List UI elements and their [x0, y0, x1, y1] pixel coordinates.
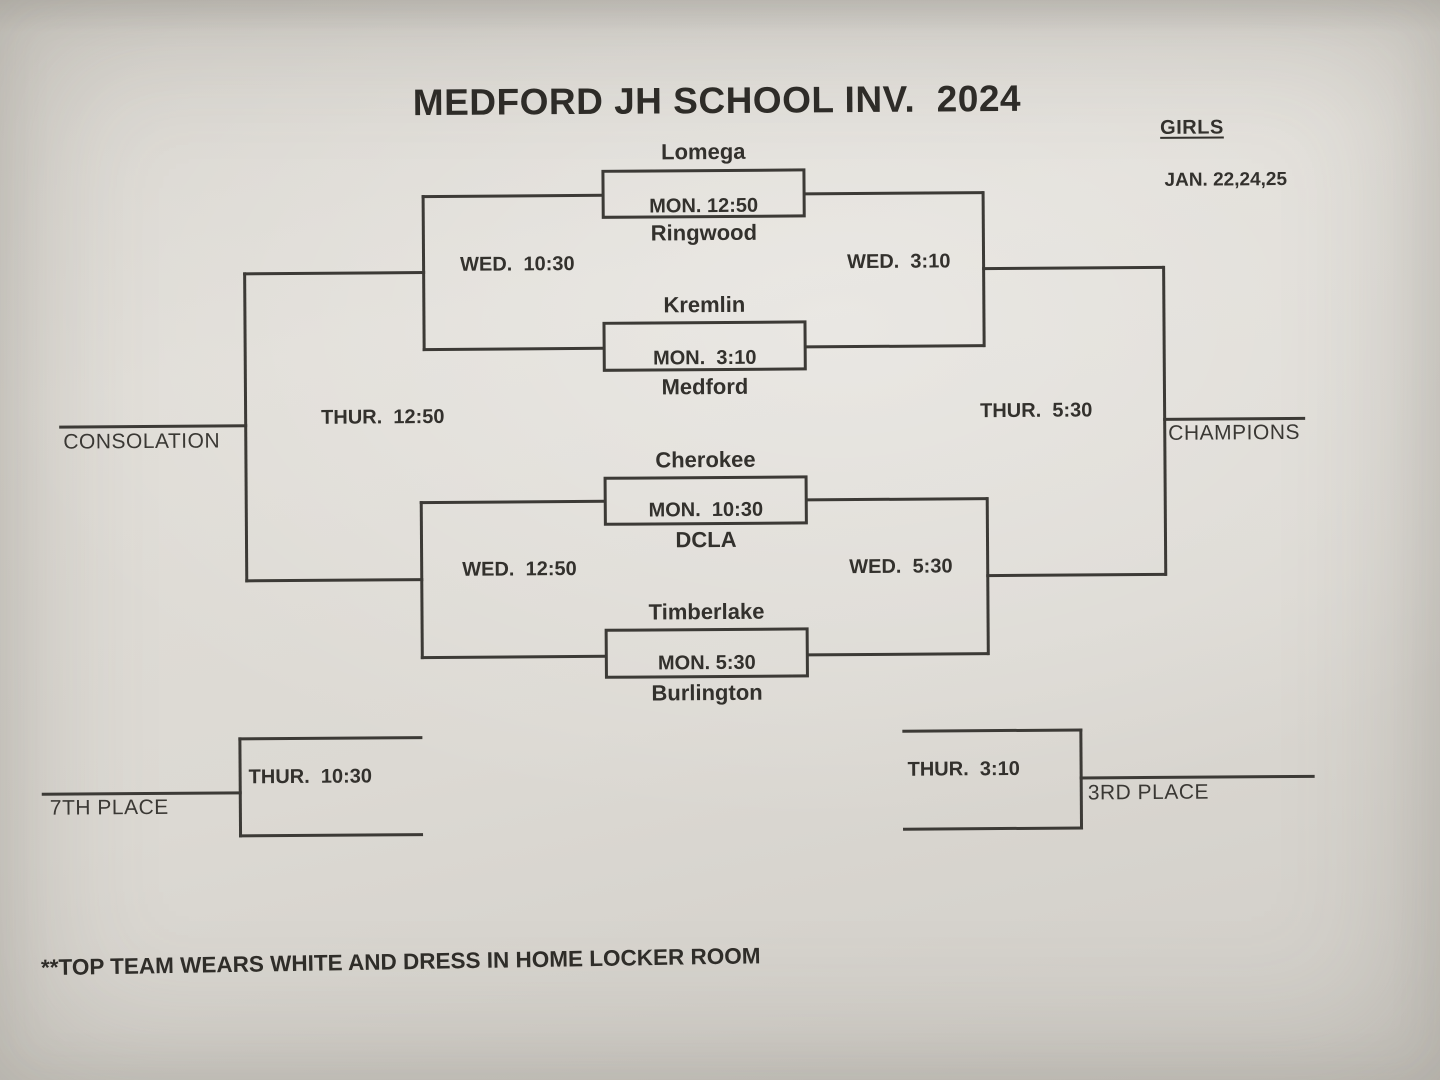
game3-right-line	[805, 497, 988, 502]
game1-top-team: Lomega	[661, 138, 746, 165]
seventh-place-top-line	[238, 736, 423, 741]
game3-bottom-team: DCLA	[675, 526, 737, 553]
game3-time: MON. 10:30	[648, 498, 764, 522]
right-semifinal1-out-line	[982, 265, 1165, 271]
third-place-top-line	[902, 728, 1083, 733]
game3-left-line	[419, 499, 606, 505]
seventh-place-label: 7TH PLACE	[49, 795, 169, 820]
consolation-winner-line	[59, 424, 248, 429]
right-semifinal1-time: WED. 3:10	[846, 250, 951, 274]
game1-bottom-team: Ringwood	[650, 219, 758, 246]
right-semifinal2-out-line	[986, 572, 1167, 578]
third-place-label: 3RD PLACE	[1087, 780, 1210, 805]
game4-right-line	[806, 652, 989, 657]
game4-left-line	[420, 654, 607, 660]
consolation-label: CONSOLATION	[63, 429, 221, 454]
third-place-winner-line	[1079, 774, 1315, 780]
left-semifinal2-out-line	[245, 578, 424, 583]
consolation-final-time: THUR. 12:50	[321, 405, 445, 429]
champions-label: CHAMPIONS	[1168, 420, 1301, 445]
championship-time: THUR. 5:30	[980, 399, 1093, 423]
game3-top-team: Cherokee	[655, 446, 756, 473]
left-semifinal1-out-line	[243, 271, 426, 276]
right-semifinal2-time: WED. 5:30	[849, 555, 953, 579]
game2-right-line	[804, 344, 985, 349]
game4-time: MON. 5:30	[657, 651, 756, 675]
game1-time: MON. 12:50	[649, 194, 759, 218]
seventh-place-bottom-line	[239, 833, 424, 838]
game4-top-team: Timberlake	[648, 598, 765, 625]
dates-label: JAN. 22,24,25	[1164, 169, 1288, 191]
left-semifinal1-time: WED. 10:30	[459, 253, 575, 276]
game1-right-line	[803, 191, 984, 196]
seventh-place-vertical	[238, 737, 243, 838]
dress-code-footnote: **TOP TEAM WEARS WHITE AND DRESS IN HOME…	[40, 943, 761, 981]
game2-top-team: Kremlin	[663, 291, 746, 318]
game1-left-line	[421, 193, 604, 199]
third-place-bottom-line	[903, 826, 1084, 831]
game2-left-line	[422, 346, 605, 352]
seventh-place-time: THUR. 10:30	[248, 765, 373, 789]
division-label: GIRLS	[1160, 116, 1224, 139]
game2-bottom-team: Medford	[661, 373, 749, 400]
third-place-time: THUR. 3:10	[907, 757, 1020, 781]
left-semifinal2-time: WED. 12:50	[462, 558, 577, 581]
game4-bottom-team: Burlington	[651, 679, 763, 706]
game2-time: MON. 3:10	[652, 346, 757, 370]
